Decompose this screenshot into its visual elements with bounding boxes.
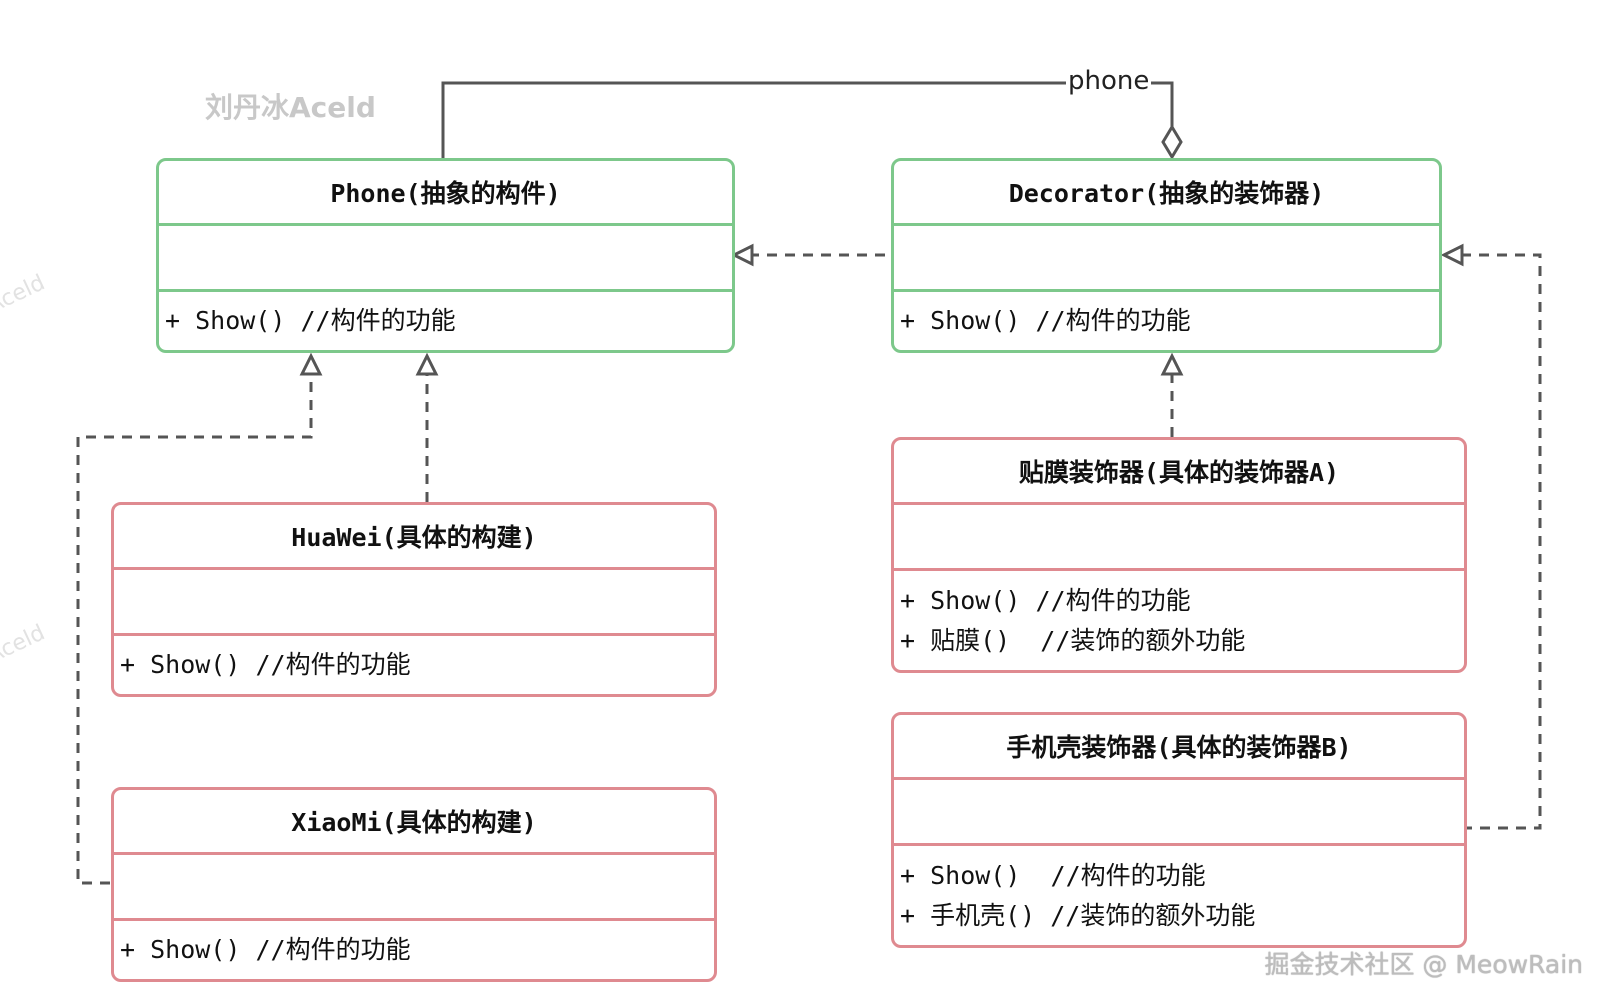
class-decorator-attributes <box>894 223 1439 289</box>
method-film: + 贴膜() //装饰的额外功能 <box>900 625 1246 655</box>
class-decorator-methods: + Show() //构件的功能 <box>894 289 1439 350</box>
footer-watermark: 掘金技术社区 @ MeowRain <box>1264 950 1583 979</box>
class-xiaomi[interactable]: XiaoMi(具体的构建) + Show() //构件的功能 <box>111 787 717 982</box>
class-case-decorator-title: 手机壳装饰器(具体的装饰器B) <box>1006 733 1352 762</box>
method-show: + Show() //构件的功能 <box>120 650 411 679</box>
aggregation-diamond <box>1161 124 1183 160</box>
class-phone-attributes <box>159 223 732 289</box>
realization-line-xiaomi <box>76 374 313 885</box>
arrowhead-huawei-to-phone <box>415 352 439 376</box>
class-phone[interactable]: Phone(抽象的构件) + Show() //构件的功能 <box>156 158 735 353</box>
class-film-decorator-attributes <box>894 502 1464 568</box>
class-film-decorator-methods: + Show() //构件的功能 + 贴膜() //装饰的额外功能 <box>894 568 1464 670</box>
arrowhead-case-to-decorator <box>1440 243 1464 267</box>
class-decorator-title: Decorator(抽象的装饰器) <box>1008 179 1325 208</box>
class-xiaomi-methods: + Show() //构件的功能 <box>114 918 714 979</box>
author-watermark: 刘丹冰Aceld <box>205 91 376 124</box>
class-huawei[interactable]: HuaWei(具体的构建) + Show() //构件的功能 <box>111 502 717 697</box>
arrowhead-film-to-decorator <box>1160 352 1184 376</box>
method-show: + Show() //构件的功能 <box>165 306 456 335</box>
arrowhead-xiaomi-to-phone <box>299 352 323 376</box>
class-case-decorator-methods: + Show() //构件的功能 + 手机壳() //装饰的额外功能 <box>894 843 1464 945</box>
aggregation-label: phone <box>1066 66 1152 96</box>
class-case-decorator[interactable]: 手机壳装饰器(具体的装饰器B) + Show() //构件的功能 + 手机壳()… <box>891 712 1467 948</box>
class-huawei-attributes <box>114 567 714 633</box>
class-phone-title: Phone(抽象的构件) <box>330 179 561 208</box>
class-film-decorator[interactable]: 贴膜装饰器(具体的装饰器A) + Show() //构件的功能 + 贴膜() /… <box>891 437 1467 673</box>
method-show: + Show() //构件的功能 <box>900 860 1206 890</box>
class-huawei-title: HuaWei(具体的构建) <box>291 523 537 552</box>
method-show: + Show() //构件的功能 <box>900 585 1191 615</box>
class-case-decorator-attributes <box>894 777 1464 843</box>
class-xiaomi-title: XiaoMi(具体的构建) <box>291 808 537 837</box>
aggregation-line <box>441 81 1174 158</box>
class-huawei-methods: + Show() //构件的功能 <box>114 633 714 694</box>
class-film-decorator-title: 贴膜装饰器(具体的装饰器A) <box>1018 458 1340 487</box>
class-xiaomi-attributes <box>114 852 714 918</box>
inheritance-line-case <box>1450 253 1542 830</box>
class-phone-methods: + Show() //构件的功能 <box>159 289 732 350</box>
method-case: + 手机壳() //装饰的额外功能 <box>900 900 1256 930</box>
class-decorator[interactable]: Decorator(抽象的装饰器) + Show() //构件的功能 <box>891 158 1442 353</box>
method-show: + Show() //构件的功能 <box>120 935 411 964</box>
arrowhead-decorator-to-phone <box>730 243 754 267</box>
method-show: + Show() //构件的功能 <box>900 306 1191 335</box>
